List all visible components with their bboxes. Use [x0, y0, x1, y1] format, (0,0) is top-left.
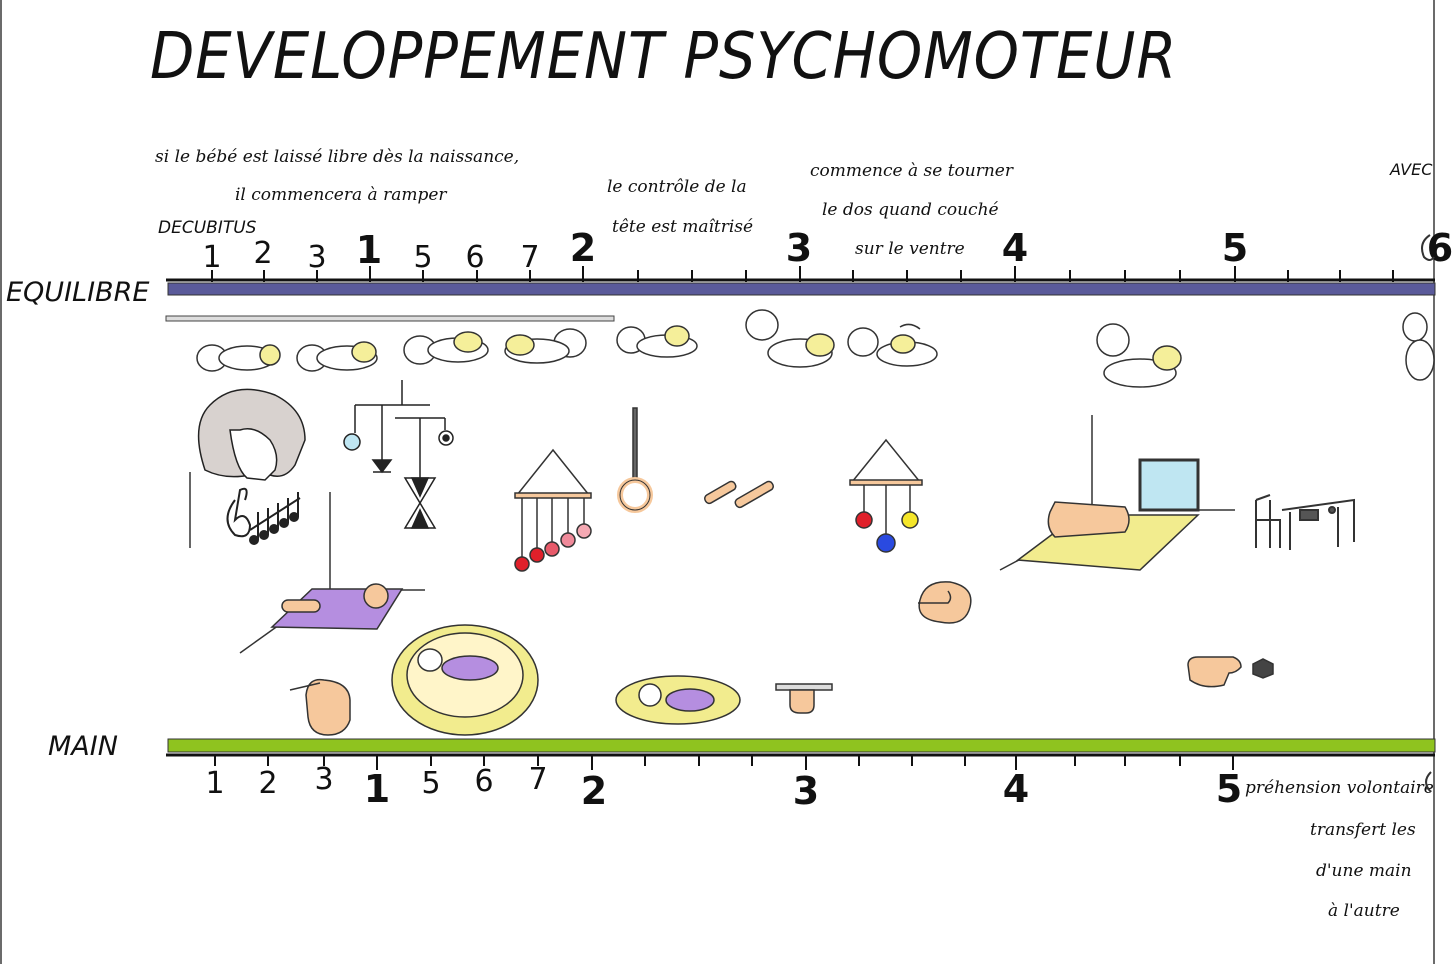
note-head-control-line2: tête est maîtrisé: [612, 217, 754, 237]
baby-crawling-icon: [196, 309, 1435, 388]
top-scale-num: 6: [1426, 226, 1453, 270]
label-main: MAIN: [48, 731, 118, 762]
label-decubitus: DECUBITUS: [158, 218, 257, 238]
bottom-scale-num: 5: [421, 766, 441, 801]
top-scale-num: 4: [1001, 226, 1029, 270]
hanging-mobile-icon: [343, 380, 454, 529]
note-prehension-line4: à l'autre: [1328, 901, 1400, 921]
main-timeline: [166, 738, 1436, 770]
top-scale-num: 1: [355, 228, 383, 272]
top-scale-num: 2: [569, 226, 597, 270]
note-prehension-line3: d'une main: [1316, 861, 1412, 881]
mat-with-mirror-icon: [999, 415, 1235, 571]
hand-grasp-icon: [289, 678, 351, 736]
ring-icon: [617, 407, 653, 513]
top-scale-num: 5: [1221, 226, 1249, 270]
baby-in-basket-icon: [615, 675, 741, 725]
top-scale-num: 1: [202, 240, 222, 275]
bottom-scale-num: 2: [258, 766, 278, 801]
note-top-left-line1: si le bébé est laissé libre dès la naiss…: [155, 147, 520, 167]
baby-basket-icon: [391, 624, 539, 736]
rattle-sticks-icon: [703, 480, 774, 509]
top-scale-num: 3: [785, 226, 813, 270]
chair-table-icon: [1255, 494, 1355, 550]
bottom-scale-num: 7: [528, 762, 548, 797]
page-title: DEVELOPPEMENT PSYCHOMOTEUR: [150, 20, 1178, 94]
hand-bar-icon: [775, 683, 833, 714]
top-scale-num: 7: [520, 240, 540, 275]
ball-mobile-icon: [849, 438, 923, 553]
music-notes-icon: [226, 487, 301, 545]
bottom-scale-num: 3: [314, 762, 334, 797]
note-prehension-line2: transfert les: [1310, 820, 1416, 840]
note-head-control-line1: le contrôle de la: [607, 177, 747, 197]
bottom-scale-num: 2: [580, 769, 608, 813]
note-roll-line1: commence à se tourner: [810, 161, 1013, 181]
bottom-scale-num: 5: [1215, 767, 1243, 811]
top-scale-num: 6: [465, 240, 485, 275]
hand-block-icon: [1187, 656, 1274, 688]
bottom-scale-num: 4: [1002, 767, 1030, 811]
right-border: [1433, 0, 1435, 964]
label-equilibre: EQUILIBRE: [6, 277, 150, 308]
bottom-scale-num: 1: [363, 767, 391, 811]
mother-face-icon: [197, 388, 306, 481]
note-roll-line3: sur le ventre: [855, 239, 965, 259]
top-scale-num: 2: [253, 236, 273, 271]
bead-mobile-icon: [514, 448, 592, 572]
bottom-scale-num: 1: [205, 766, 225, 801]
note-top-left-line2: il commencera à ramper: [235, 185, 447, 205]
note-right-cut: AVEC: [1390, 160, 1433, 179]
bottom-scale-num: 6: [474, 764, 494, 799]
purple-mat-icon: [239, 492, 425, 654]
partial-right-icon: [1421, 234, 1435, 793]
puzzle-ball-icon: [918, 581, 972, 624]
top-scale-num: 3: [307, 240, 327, 275]
top-scale-num: 5: [413, 240, 433, 275]
bottom-scale-num: 3: [792, 769, 820, 813]
left-border: [0, 0, 2, 964]
equilibre-timeline: [165, 266, 1436, 322]
note-prehension-line1: préhension volontaire: [1245, 778, 1434, 798]
note-roll-line2: le dos quand couché: [822, 200, 999, 220]
